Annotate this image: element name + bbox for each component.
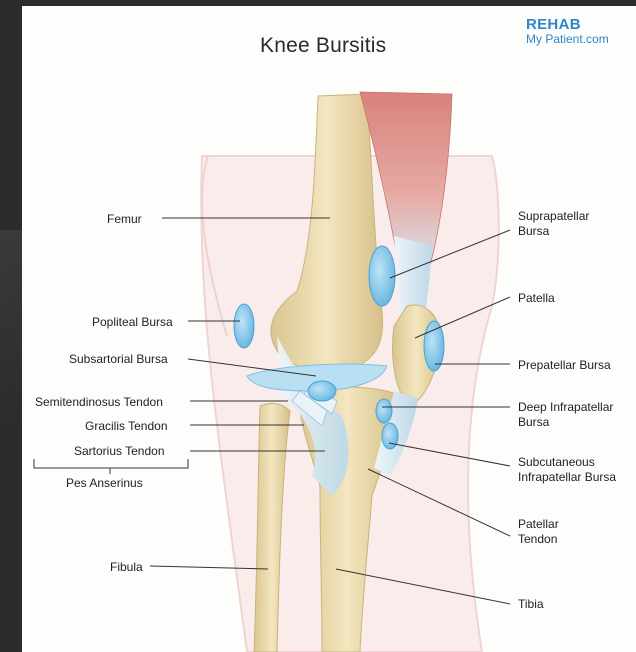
label-patellar-tendon-1: Patellar bbox=[518, 517, 559, 532]
label-patellar-tendon-2: Tendon bbox=[518, 532, 557, 547]
label-suprapatellar-bursa-2: Bursa bbox=[518, 224, 549, 239]
label-semitendinosus-tendon: Semitendinosus Tendon bbox=[35, 395, 163, 410]
label-subcutaneous-infrapatellar-1: Subcutaneous bbox=[518, 455, 595, 470]
logo-line-1: REHAB bbox=[526, 18, 609, 32]
popliteal-bursa bbox=[234, 304, 254, 348]
label-tibia: Tibia bbox=[518, 597, 544, 612]
deep-infrapatellar-bursa bbox=[376, 399, 392, 423]
suprapatellar-bursa bbox=[369, 246, 395, 306]
label-deep-infrapatellar-bursa-1: Deep Infrapatellar bbox=[518, 400, 613, 415]
page-title: Knee Bursitis bbox=[260, 34, 386, 58]
label-deep-infrapatellar-bursa-2: Bursa bbox=[518, 415, 549, 430]
label-suprapatellar-bursa-1: Suprapatellar bbox=[518, 209, 589, 224]
label-fibula: Fibula bbox=[110, 560, 143, 575]
label-popliteal-bursa: Popliteal Bursa bbox=[92, 315, 173, 330]
label-gracilis-tendon: Gracilis Tendon bbox=[85, 419, 168, 434]
label-subsartorial-bursa: Subsartorial Bursa bbox=[69, 352, 168, 367]
brand-logo: REHAB My Patient.com bbox=[526, 18, 609, 46]
label-patella: Patella bbox=[518, 291, 555, 306]
label-pes-anserinus: Pes Anserinus bbox=[66, 476, 143, 491]
label-sartorius-tendon: Sartorius Tendon bbox=[74, 444, 165, 459]
logo-line-2: My Patient.com bbox=[526, 32, 609, 46]
label-prepatellar-bursa: Prepatellar Bursa bbox=[518, 358, 611, 373]
label-femur: Femur bbox=[107, 212, 142, 227]
subsartorial-bursa bbox=[308, 381, 336, 401]
background-shard bbox=[0, 230, 22, 430]
label-subcutaneous-infrapatellar-2: Infrapatellar Bursa bbox=[518, 470, 616, 485]
diagram-panel: Knee Bursitis REHAB My Patient.com Femur… bbox=[22, 6, 636, 652]
subcutaneous-infrapatellar-bursa bbox=[382, 423, 398, 449]
